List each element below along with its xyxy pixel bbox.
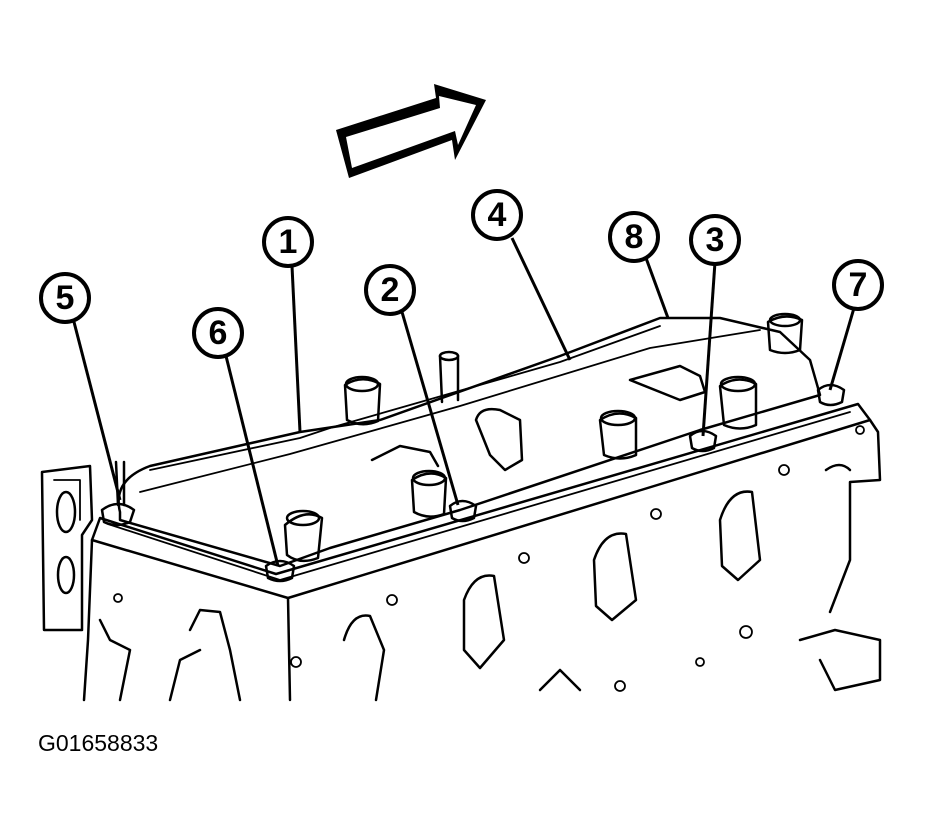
callout-3: 3 [689, 214, 741, 266]
svg-text:8: 8 [625, 218, 644, 256]
svg-text:7: 7 [849, 266, 868, 304]
svg-text:5: 5 [56, 279, 75, 317]
svg-text:6: 6 [209, 314, 228, 352]
callout-1: 1 [262, 216, 314, 268]
cylinder-head-drawing [40, 312, 882, 702]
callout-7: 7 [832, 259, 884, 311]
svg-text:2: 2 [381, 271, 400, 309]
svg-text:1: 1 [279, 223, 298, 261]
figure-id: G01658833 [38, 730, 159, 756]
callout-8: 8 [608, 211, 660, 263]
callout-2: 2 [364, 264, 416, 316]
arrow-right-icon [336, 84, 486, 178]
svg-text:4: 4 [488, 196, 507, 234]
svg-text:3: 3 [706, 221, 725, 259]
leader-lines [72, 237, 856, 567]
callout-6: 6 [192, 307, 244, 359]
callout-5: 5 [39, 272, 91, 324]
callout-4: 4 [471, 189, 523, 241]
